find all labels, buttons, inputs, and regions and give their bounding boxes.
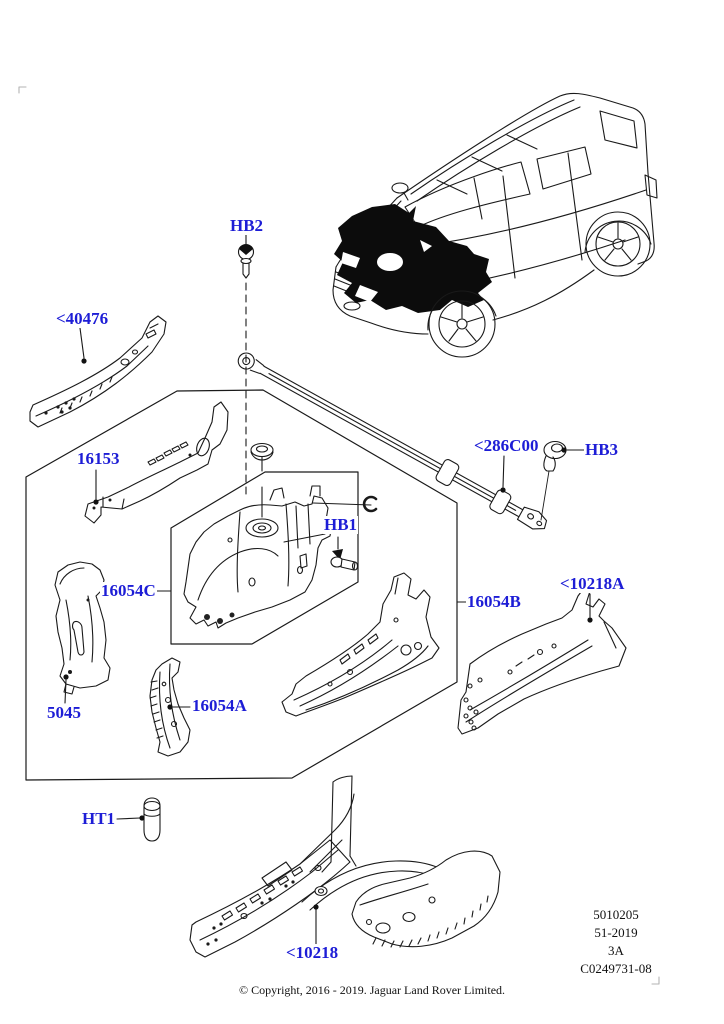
bolt-hb1-icon[interactable] [330, 549, 359, 571]
document-reference-block: 5010205 51-2019 3A C0249731-08 [536, 906, 696, 978]
crop-mark-top-left [18, 86, 27, 94]
crop-mark-bottom-right [651, 976, 660, 985]
part-16054b[interactable] [281, 572, 440, 717]
callout-10218a[interactable]: <10218A [559, 574, 626, 593]
callout-10218[interactable]: <10218 [285, 943, 340, 962]
callout-16054a[interactable]: 16054A [191, 697, 248, 715]
c-clip-icon[interactable] [362, 495, 378, 513]
car-illustration [332, 92, 658, 358]
callout-hb3-label: HB3 [585, 440, 619, 459]
callout-16153-label: 16153 [77, 449, 120, 468]
doc-number: 5010205 [593, 907, 639, 922]
callout-hb1-label: HB1 [324, 515, 358, 534]
bolt-hb3-icon[interactable] [540, 440, 567, 521]
bolt-hb2-icon[interactable] [237, 243, 255, 279]
callout-16054c[interactable]: 16054C [100, 582, 157, 600]
callout-40476[interactable]: <40476 [55, 309, 110, 328]
callout-10218-label: <10218 [286, 943, 339, 962]
doc-sheet: 3A [608, 943, 624, 958]
doc-drawing-no: C0249731-08 [580, 961, 652, 976]
doc-issue: 51-2019 [594, 925, 638, 940]
part-10218[interactable] [189, 775, 501, 958]
callout-16054c-label: 16054C [101, 581, 156, 600]
callout-ht1[interactable]: HT1 [81, 809, 117, 828]
part-16054c[interactable] [183, 485, 333, 629]
callout-ht1-label: HT1 [82, 809, 116, 828]
part-5045[interactable] [54, 561, 111, 695]
callout-hb2-label: HB2 [230, 216, 264, 235]
callout-10218a-label: <10218A [560, 574, 625, 593]
group-box-outer [25, 389, 458, 781]
part-10218a[interactable] [457, 587, 627, 735]
callout-hb1[interactable]: HB1 [323, 515, 359, 534]
part-40476[interactable] [29, 315, 167, 428]
callout-5045[interactable]: 5045 [46, 704, 82, 722]
copyright-line: © Copyright, 2016 - 2019. Jaguar Land Ro… [238, 983, 506, 997]
callout-16054b-label: 16054B [467, 592, 521, 611]
callout-16054a-label: 16054A [192, 696, 247, 715]
callout-286c00[interactable]: <286C00 [473, 436, 540, 455]
callout-hb2[interactable]: HB2 [229, 216, 265, 235]
group-box-inner [170, 471, 359, 645]
callout-16054b[interactable]: 16054B [466, 593, 522, 611]
callout-40476-label: <40476 [56, 309, 109, 328]
callout-286c00-label: <286C00 [474, 436, 539, 455]
callout-16153[interactable]: 16153 [76, 450, 121, 468]
grommet-icon[interactable] [250, 442, 274, 461]
callout-5045-label: 5045 [47, 703, 81, 722]
part-16153[interactable] [84, 401, 229, 524]
plug-ht1-icon[interactable] [143, 797, 161, 842]
leader-lines [63, 232, 593, 945]
callout-hb3[interactable]: HB3 [584, 440, 620, 459]
stay-bar[interactable] [233, 347, 551, 538]
highlight-region [334, 204, 492, 313]
